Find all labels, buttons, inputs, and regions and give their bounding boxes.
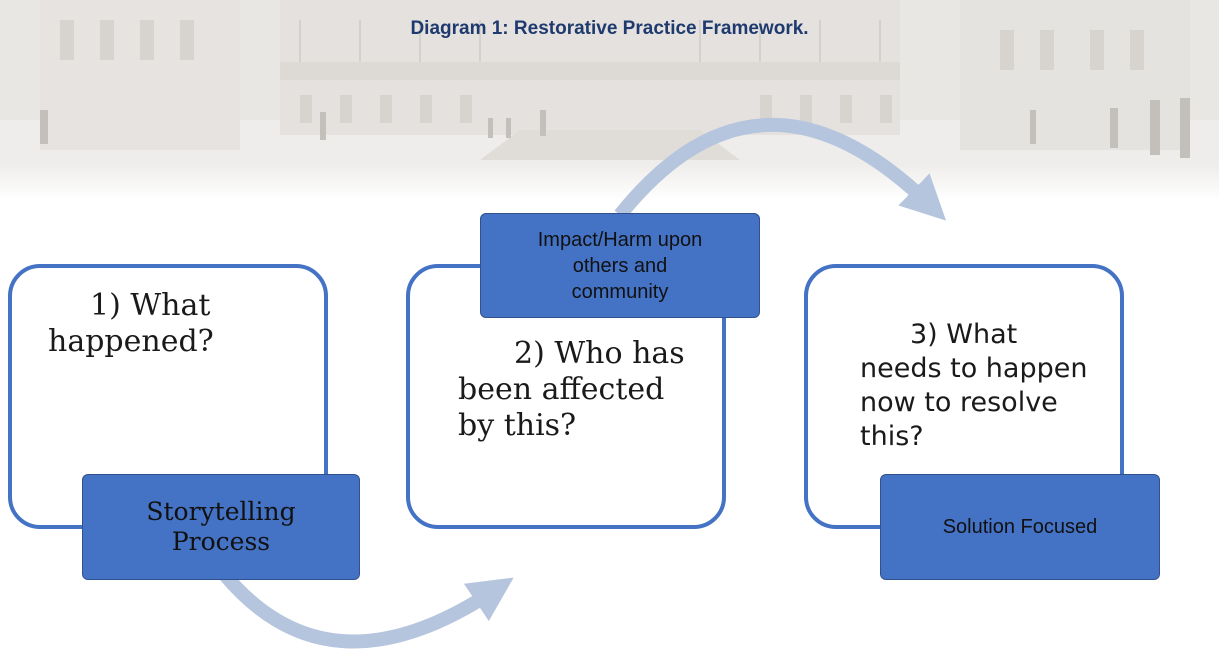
stage-1-question-line: happened? [48,324,214,359]
stage-1-question: 1) What happened? [48,288,308,360]
solution-focused-tag: Solution Focused [880,474,1160,580]
tag-line: Storytelling [146,497,296,526]
stage-3-question-line: this? [860,421,924,452]
tag-line: Solution Focused [942,516,1098,538]
tag-line: community [571,280,669,303]
storytelling-process-tag: Storytelling Process [82,474,360,580]
diagram-title: Diagram 1: Restorative Practice Framewor… [410,18,809,39]
tag-line: others and [572,254,668,277]
arrow-bottom-curve [219,570,514,649]
stage-2-question-line: been affected [458,372,665,407]
tag-line: Process [171,527,271,556]
stage-3-question: 3) What needs to happen now to resolve t… [860,318,1122,454]
stage-3-question-line: now to resolve [860,387,1058,418]
stage-1-question-line: 1) What [90,288,211,323]
stage-2-question-line: by this? [458,408,577,443]
arrow-top-curve [614,117,947,221]
tag-line: Impact/Harm upon [537,228,703,251]
background-photo [0,0,1219,200]
stage-2-question-line: 2) Who has [514,336,685,371]
stage-2-question: 2) Who has been affected by this? [458,336,718,444]
stage-3-question-line: needs to happen [860,353,1088,384]
stage-3-question-line: 3) What [910,319,1018,350]
impact-harm-tag: Impact/Harm upon others and community [480,213,760,318]
